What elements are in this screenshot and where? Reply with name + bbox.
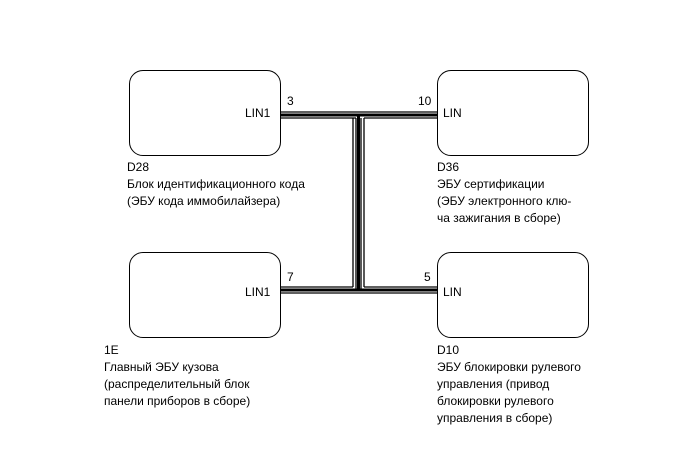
e1-desc-1: (распределительный блок [104,377,250,391]
d10-desc-3: управления в сборе) [437,411,553,425]
d10-pin-number: 5 [424,270,431,284]
e1-pin-label: LIN1 [245,285,271,299]
d10-code: D10 [437,343,460,357]
d36-ecu-box [437,70,589,156]
d28-desc-1: (ЭБУ кода иммобилайзера) [127,194,281,208]
d10-name: ЭБУ блокировки рулевого [437,360,581,374]
d36-pin-number: 10 [418,94,432,108]
e1-pin-number: 7 [287,270,294,284]
d28-code: D28 [127,160,150,174]
d28-name: Блок идентификационного кода [127,177,305,191]
d36-desc-2: ча зажигания в сборе) [437,211,561,225]
d36-code: D36 [437,160,460,174]
d36-desc-1: (ЭБУ электронного клю- [437,194,572,208]
d10-pin-label: LIN [443,285,462,299]
d28-ecu-box [129,70,281,156]
d10-desc-1: управления (привод [437,377,550,391]
e1-name: Главный ЭБУ кузова [104,360,219,374]
e1-ecu-box [129,252,281,338]
d36-name: ЭБУ сертификации [437,177,545,191]
e1-desc-2: панели приборов в сборе) [104,394,251,408]
e1-code: 1E [104,343,119,357]
d28-pin-label: LIN1 [245,106,271,120]
d28-pin-number: 3 [287,94,294,108]
d10-ecu-box [437,252,589,338]
d10-desc-2: блокировки рулевого [437,394,554,408]
d36-pin-label: LIN [443,106,462,120]
